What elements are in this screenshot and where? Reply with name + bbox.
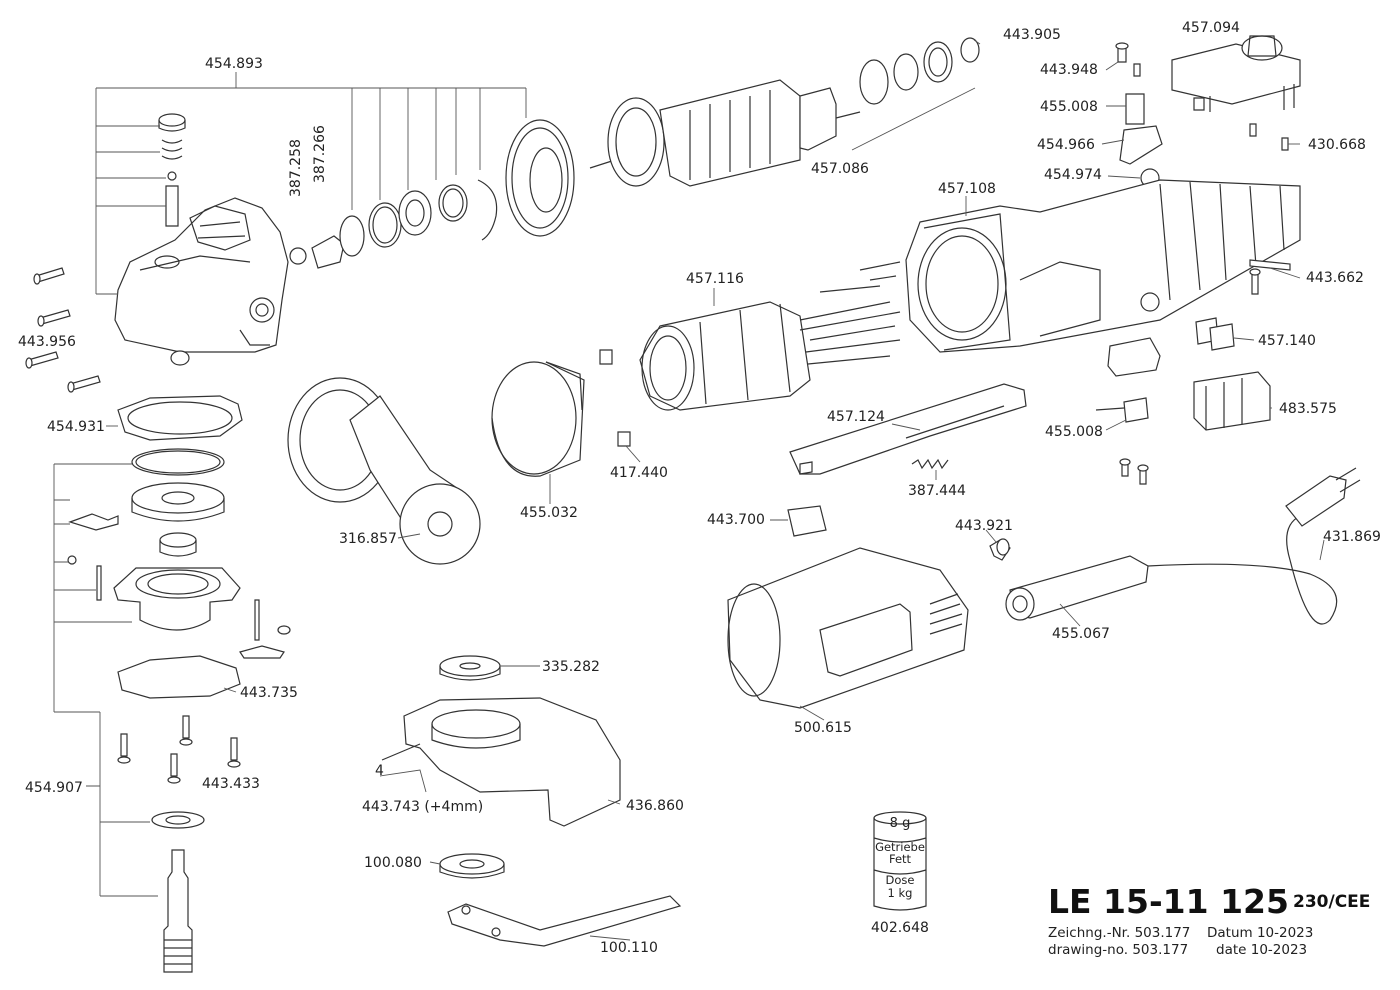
part-label-454931: 454.931 [47, 419, 105, 435]
part-label-417440: 417.440 [610, 465, 668, 481]
date-de: Datum 10-2023 [1207, 925, 1314, 941]
spanner-100110 [447, 895, 682, 947]
part-label-436860: 436.860 [626, 798, 684, 814]
part-label-443905: 443.905 [1003, 27, 1061, 43]
drawing-number-en: drawing-no. 503.177 [1048, 942, 1189, 958]
part-label-455008-top: 455.008 [1040, 99, 1098, 115]
grease-amount: 8 g [889, 816, 911, 831]
part-label-443433: 443.433 [202, 776, 260, 792]
drawing-number-de: Zeichng.-Nr. 503.177 [1048, 925, 1191, 941]
screws-443433 [117, 715, 241, 784]
date-en: date 10-2023 [1216, 942, 1308, 958]
part-label-443735: 443.735 [240, 685, 298, 701]
part-label-431869: 431.869 [1323, 529, 1381, 545]
model-variant: 230/CEE [1293, 892, 1371, 912]
bearing-flange-group [67, 448, 291, 699]
stator-457116 [639, 261, 901, 411]
part-label-443662: 443.662 [1306, 270, 1364, 286]
spindle-454907 [151, 811, 205, 973]
grease-container-line2: 1 kg [887, 886, 913, 900]
grease-type-line1: Getriebe [875, 840, 925, 854]
suppressor-483575 [1193, 371, 1271, 431]
part-label-457124: 457.124 [827, 409, 885, 425]
part-label-100110: 100.110 [600, 940, 658, 956]
part-label-455067: 455.067 [1052, 626, 1110, 642]
part-label-457140: 457.140 [1258, 333, 1316, 349]
motor-cover-500615 [727, 547, 969, 709]
part-label-454907: 454.907 [25, 780, 83, 796]
part-label-335282: 335.282 [542, 659, 600, 675]
part-label-443956: 443.956 [18, 334, 76, 350]
part-label-455032: 455.032 [520, 505, 578, 521]
armature-457086 [589, 37, 980, 187]
spindle-lock-button [158, 113, 190, 366]
side-handle-316857 [287, 377, 481, 565]
grease-container-line1: Dose [885, 873, 915, 887]
part-label-454966: 454.966 [1037, 137, 1095, 153]
part-label-443700: 443.700 [707, 512, 765, 528]
motor-housing-457108 [905, 179, 1301, 353]
screws-443956 [25, 267, 101, 393]
part-label-443743: 443.743 (+4mm) [362, 799, 484, 815]
part-label-430668: 430.668 [1308, 137, 1366, 153]
power-cable-431869 [1147, 467, 1361, 625]
leader-lines [106, 39, 1325, 941]
screw-443921 [989, 538, 1011, 561]
part-label-457086: 457.086 [811, 161, 869, 177]
part-label-387444: 387.444 [908, 483, 966, 499]
part-label-100080: 100.080 [364, 855, 422, 871]
model-title: LE 15-11 125 [1048, 882, 1289, 921]
part-label-457108: 457.108 [938, 181, 996, 197]
brush-caps-457140 [1107, 317, 1235, 377]
switch-bar-457124 [789, 383, 1027, 475]
part-label-402648: 402.648 [871, 920, 929, 936]
part-label-316857: 316.857 [339, 531, 397, 547]
part-label-457116: 457.116 [686, 271, 744, 287]
brush-holders [1115, 42, 1289, 188]
clamping-nut-100080 [439, 853, 505, 879]
part-label-457094: 457.094 [1182, 20, 1240, 36]
part-label-387266: 387.266 [312, 125, 328, 183]
gear-head-housing [114, 197, 289, 353]
switch-module-457094 [1171, 35, 1301, 112]
grease-type-line2: Fett [888, 852, 912, 866]
carbon-brush-455008 [1095, 397, 1149, 485]
part-label-4: 4 [375, 763, 384, 779]
part-label-454893: 454.893 [205, 56, 263, 72]
part-label-455008-bottom: 455.008 [1045, 424, 1103, 440]
gear-train-parts [289, 119, 575, 269]
part-label-443921: 443.921 [955, 518, 1013, 534]
wheel-guard-436860 [381, 697, 621, 827]
grease-can-402648 [873, 811, 927, 911]
part-label-483575: 483.575 [1279, 401, 1337, 417]
gasket-454931 [117, 395, 243, 441]
part-label-500615: 500.615 [794, 720, 852, 736]
flange-335282 [439, 655, 501, 681]
flange-guard-455032 [491, 361, 585, 477]
part-label-387258: 387.258 [288, 139, 304, 197]
rear-grip-455067 [1005, 555, 1149, 621]
part-label-454974: 454.974 [1044, 167, 1102, 183]
part-label-443948: 443.948 [1040, 62, 1098, 78]
switch-button-443700 [787, 505, 827, 537]
